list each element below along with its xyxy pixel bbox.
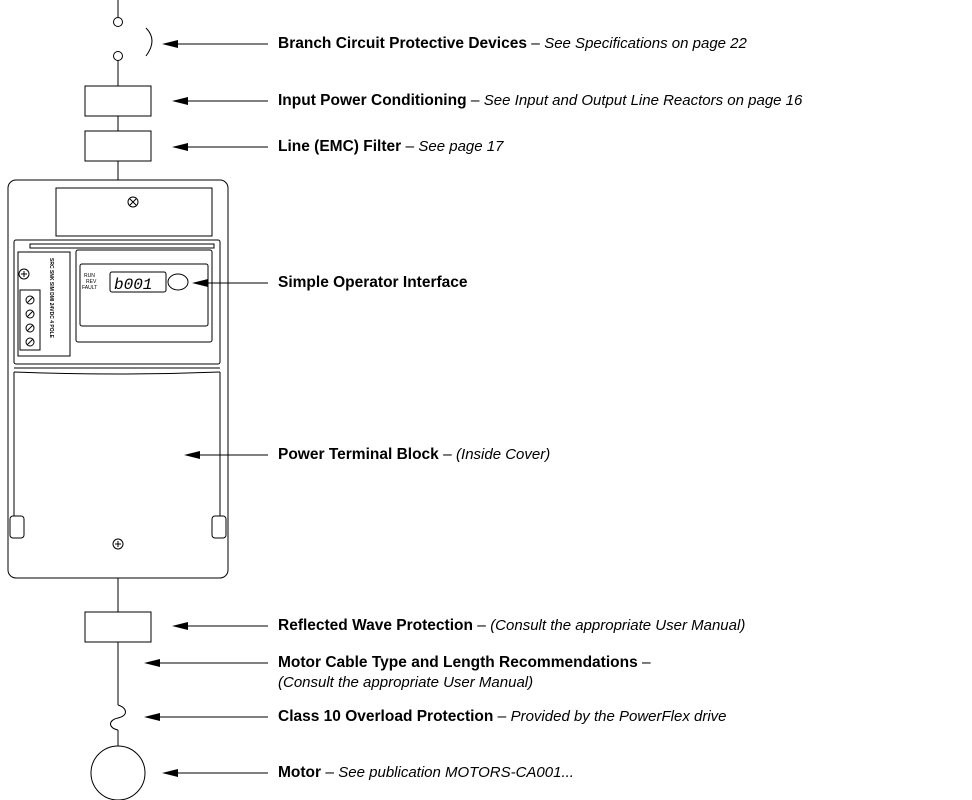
callout-detail: See page 17 (418, 138, 504, 155)
callout-operator-interface: Simple Operator Interface (278, 273, 468, 293)
callout-title: Input Power Conditioning (278, 92, 467, 109)
callout-arrows (148, 43, 268, 774)
callout-title: Branch Circuit Protective Devices (278, 35, 527, 52)
callout-branch-circuit: Branch Circuit Protective Devices – See … (278, 35, 747, 52)
input-power-box (84, 85, 152, 117)
callout-title: Motor Cable Type and Length Recommendati… (278, 654, 638, 671)
callout-title: Power Terminal Block (278, 446, 439, 463)
breaker-contact-top (113, 17, 123, 27)
callout-detail: See Input and Output Line Reactors on pa… (483, 92, 803, 109)
callout-title: Class 10 Overload Protection (278, 708, 494, 725)
status-label-rev: REV (86, 279, 97, 285)
line-filter-box (84, 130, 152, 162)
callout-title: Reflected Wave Protection (278, 617, 473, 634)
motor-icon (90, 745, 146, 800)
overload-coil-icon (110, 704, 126, 731)
callout-detail: See Specifications on page 22 (544, 35, 747, 52)
breaker-arc-icon (145, 27, 153, 57)
terminal-label: SRC SNK SIM DMI 24VDC 4 POLE (48, 258, 54, 339)
callout-line-filter: Line (EMC) Filter – See page 17 (278, 138, 504, 155)
callout-detail: (Consult the appropriate User Manual) (490, 617, 746, 634)
breaker-contact-bottom (113, 51, 123, 61)
callout-input-power: Input Power Conditioning – See Input and… (278, 92, 803, 109)
callout-detail: See publication MOTORS-CA001... (338, 764, 574, 781)
powerflex-drive-icon (7, 179, 229, 579)
callout-detail: Provided by the PowerFlex drive (510, 708, 727, 725)
callout-motor-cable: Motor Cable Type and Length Recommendati… (278, 654, 651, 691)
callout-detail: (Inside Cover) (456, 446, 551, 463)
callout-reflected-wave: Reflected Wave Protection – (Consult the… (278, 617, 746, 634)
callout-title: Motor (278, 764, 322, 781)
callout-title: Line (EMC) Filter (278, 138, 402, 155)
callout-motor: Motor – See publication MOTORS-CA001... (278, 764, 574, 781)
status-label-run: RUN (84, 273, 95, 279)
status-label-fault: FAULT (82, 285, 97, 291)
callout-overload: Class 10 Overload Protection – Provided … (278, 708, 727, 725)
callout-detail: (Consult the appropriate User Manual) (278, 674, 534, 691)
drive-display-digits: b001 (114, 276, 152, 294)
reflected-wave-box (84, 611, 152, 643)
callout-title: Simple Operator Interface (278, 274, 468, 291)
callout-power-terminal: Power Terminal Block – (Inside Cover) (278, 446, 551, 463)
